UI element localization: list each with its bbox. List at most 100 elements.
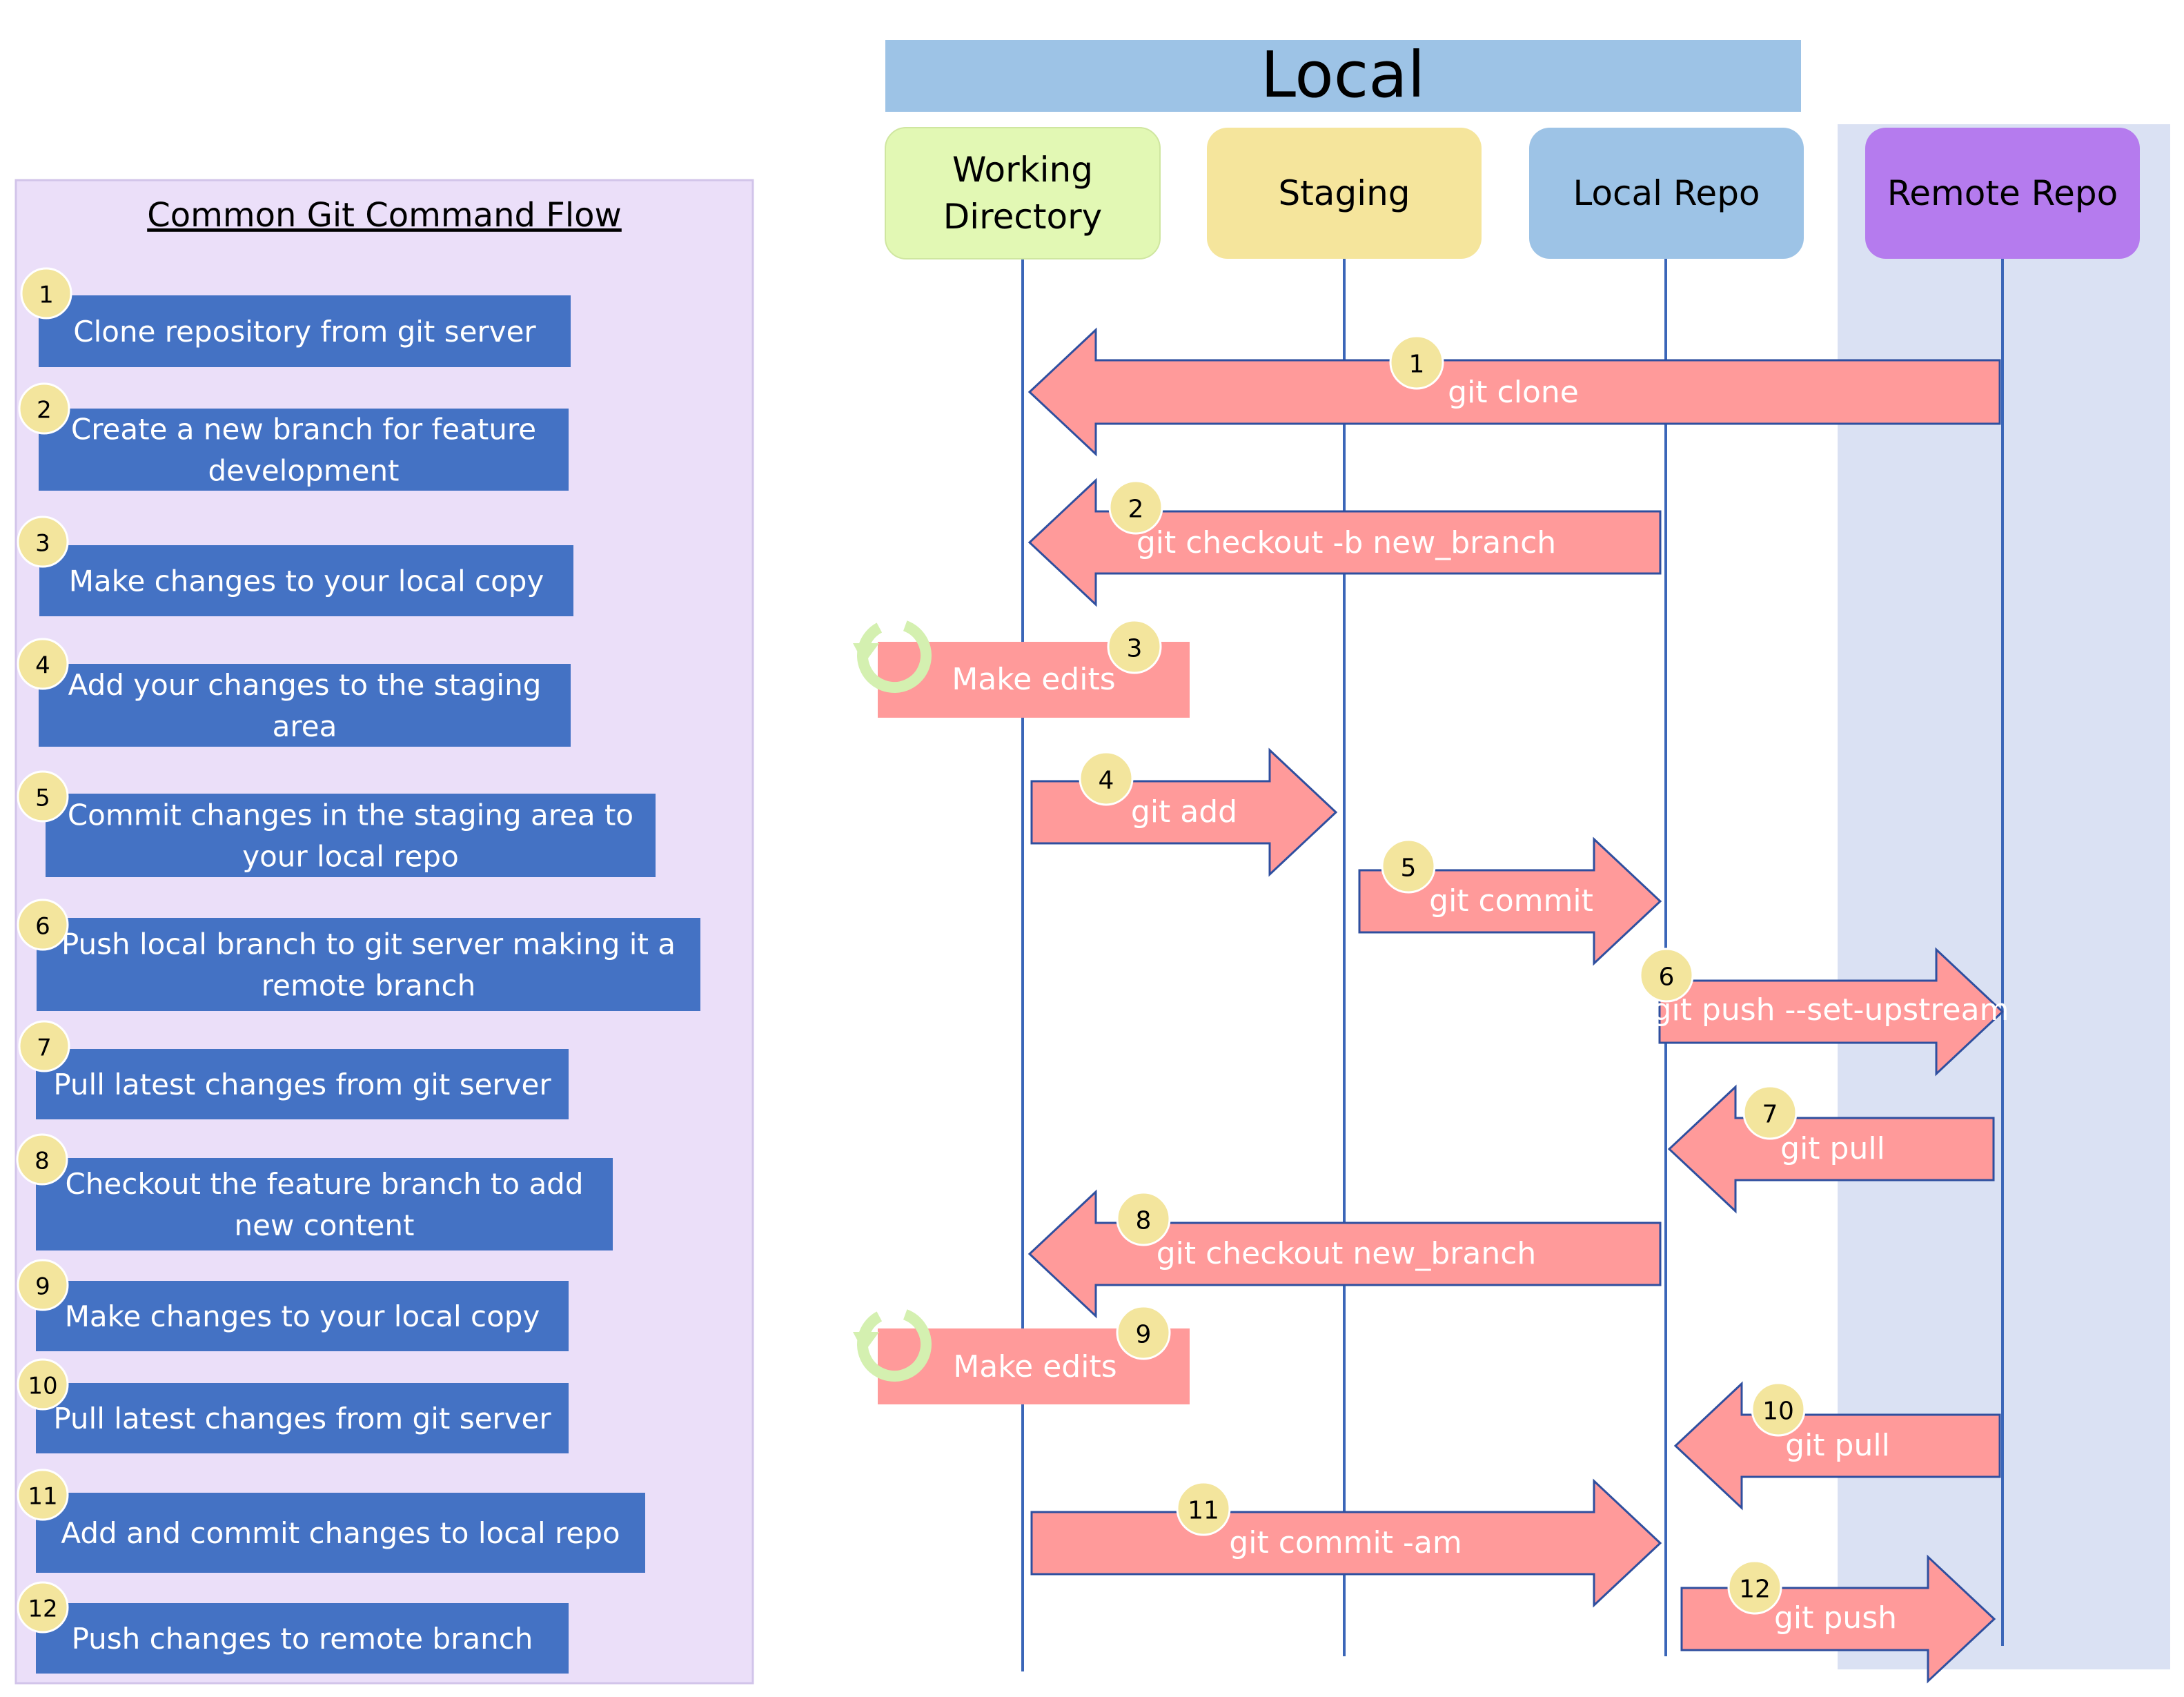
arrow-shape: [1027, 478, 1662, 607]
cycle-icon: [853, 1307, 932, 1382]
step-text: new content: [235, 1208, 415, 1242]
step-box: [39, 545, 573, 616]
step-box: [36, 1493, 645, 1573]
flow-badge-number: 8: [1136, 1206, 1152, 1235]
flow-badge-circle: [1116, 1191, 1171, 1246]
step-text: Clone repository from git server: [73, 315, 536, 349]
step-text: Pull latest changes from git server: [53, 1068, 551, 1101]
step-badge-circle: [17, 1259, 69, 1311]
flow-badge-circle: [1079, 751, 1134, 806]
step-badge-circle: [17, 1469, 69, 1521]
flow-label: git commit -am: [1229, 1525, 1462, 1560]
flow-badge: 4: [1079, 751, 1134, 806]
step-box: [36, 1603, 569, 1674]
step-badge: 8: [16, 1133, 68, 1186]
local-header: [885, 40, 1801, 112]
flow-badge-number: 9: [1136, 1320, 1152, 1348]
step-text: Commit changes in the staging area to: [68, 798, 633, 832]
flow-badge: 8: [1116, 1191, 1171, 1246]
flow-badge: 9: [1116, 1305, 1171, 1360]
flow-label: git push: [1774, 1600, 1897, 1636]
flow-label: Make edits: [952, 662, 1115, 697]
flow-badge-number: 6: [1659, 963, 1675, 991]
step-text: remote branch: [262, 969, 475, 1003]
step-badge-circle: [20, 267, 72, 320]
flow-badge: 5: [1381, 838, 1436, 894]
cycle-arrowhead: [853, 1332, 879, 1353]
step-box: [36, 1158, 613, 1250]
flow-badge-number: 2: [1128, 495, 1144, 523]
step-text: Pull latest changes from git server: [53, 1402, 551, 1435]
lane-label: Local Repo: [1573, 173, 1760, 213]
flow-badge-circle: [1116, 1305, 1171, 1360]
step-badge: 6: [17, 899, 69, 951]
step-badge-number: 4: [35, 652, 50, 680]
flow-badge-circle: [1727, 1560, 1782, 1615]
step-badge-number: 11: [28, 1483, 57, 1511]
step-badge: 5: [17, 770, 69, 823]
step-box: [39, 295, 571, 367]
step-text: Make changes to your local copy: [69, 565, 544, 598]
step-badge-number: 8: [35, 1148, 50, 1175]
flow-badge-circle: [1108, 480, 1163, 535]
flow-label: git add: [1131, 794, 1237, 830]
step-badge-circle: [18, 1020, 70, 1072]
step-badge: 9: [17, 1259, 69, 1311]
step-badge-number: 6: [35, 913, 50, 941]
arrow-shape: [1658, 947, 2005, 1077]
flow-badge-number: 7: [1762, 1100, 1778, 1128]
lane-label: Working: [952, 150, 1093, 190]
step-item: Checkout the feature branch to add new co…: [16, 1133, 613, 1250]
lane-staging: Staging: [1207, 128, 1482, 259]
step-text: Create a new branch for feature: [71, 413, 536, 447]
step-badge-circle: [18, 382, 70, 435]
step-badge: 12: [17, 1581, 69, 1634]
step-badge: 2: [18, 382, 70, 435]
step-item: Commit changes in the staging area toyou…: [17, 770, 656, 877]
steps-panel-title: Common Git Command Flow: [147, 196, 622, 235]
lane-box: [1207, 128, 1482, 259]
flow-badge-circle: [1639, 948, 1694, 1003]
step-item: Push local branch to git server making i…: [17, 899, 700, 1011]
step-badge: 1: [20, 267, 72, 320]
flow-label: git checkout -b new_branch: [1137, 525, 1556, 560]
lane-local-repo: Local Repo: [1529, 128, 1804, 259]
arrow-shape: [1027, 1189, 1662, 1319]
flow-badge-number: 10: [1762, 1397, 1794, 1425]
flow-badge: 11: [1176, 1481, 1231, 1536]
lane-box: [1865, 128, 2140, 259]
step-text: Checkout the feature branch to add: [65, 1167, 583, 1201]
step-badge-number: 2: [37, 397, 52, 424]
step-badge: 7: [18, 1020, 70, 1072]
flow-label: Make edits: [953, 1349, 1116, 1384]
cycle-icon: [853, 618, 932, 693]
flow-label: git pull: [1780, 1131, 1885, 1166]
step-item: Create a new branch for featuredevelopme…: [18, 382, 569, 491]
step-box: [36, 1281, 569, 1351]
step-badge-circle: [17, 899, 69, 951]
step-badge-number: 1: [39, 282, 54, 309]
step-text: Push changes to remote branch: [72, 1622, 533, 1656]
step-badge-number: 10: [28, 1373, 57, 1400]
step-badge-circle: [17, 516, 69, 568]
step-badge-number: 5: [35, 785, 50, 812]
step-badge-number: 9: [35, 1273, 50, 1301]
flow-arrow-10: git pull 10: [1673, 1381, 2001, 1511]
flow-label: git pull: [1785, 1428, 1890, 1463]
step-box: [36, 1383, 569, 1453]
flow-label: git clone: [1448, 375, 1579, 410]
step-box: [39, 409, 569, 491]
flow-badge-circle: [1389, 335, 1444, 390]
flow-label: git push --set-upstream: [1653, 992, 2009, 1028]
